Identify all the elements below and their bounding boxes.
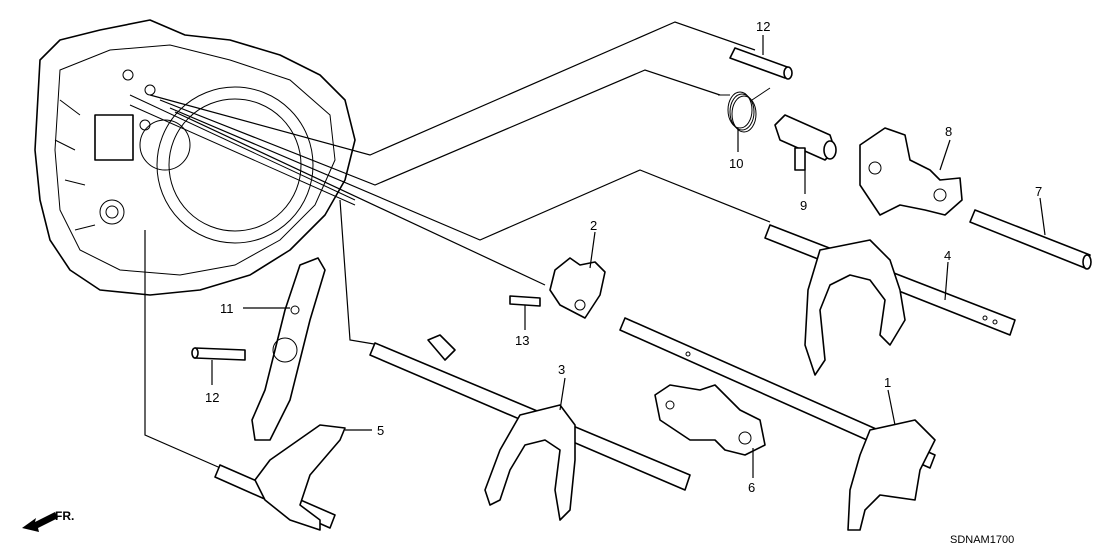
fork-shaft-5 [214,424,346,531]
callout-4: 4 [944,248,951,263]
diagram-code: SDNAM1700 [950,534,1014,546]
callout-3: 3 [558,362,565,377]
callout-8: 8 [945,124,952,139]
callout-9: 9 [800,198,807,213]
pin-12-top [729,47,793,80]
callout-10: 10 [729,156,743,171]
pin-13 [509,295,541,307]
bracket-8 [859,127,963,216]
callout-12-top: 12 [756,19,770,34]
fork-shaft-3 [369,334,691,521]
callout-1: 1 [884,375,891,390]
callout-13: 13 [515,333,529,348]
shaft-7 [969,209,1092,270]
callout-leaders [211,35,1046,478]
fork-shaft-4 [764,224,1016,376]
callout-6: 6 [748,480,755,495]
front-label: FR. [55,509,74,523]
callout-11: 11 [220,301,234,316]
callout-12-bottom: 12 [205,390,219,405]
callout-2: 2 [590,218,597,233]
leader-lines [144,21,771,471]
lever-2 [549,257,606,319]
spring-10 [718,87,771,133]
front-arrow-icon: FR. [22,509,74,532]
callout-5: 5 [377,423,384,438]
callout-labels: 12 10 9 8 7 2 13 4 11 12 3 5 6 1 [205,19,1042,495]
pin-12-bottom [191,347,246,361]
fork-shaft-1 [619,317,936,531]
bracket-6 [654,384,766,456]
callout-7: 7 [1035,184,1042,199]
switch-9 [774,114,837,171]
interlock-11 [251,257,326,441]
transmission-housing [34,19,356,296]
